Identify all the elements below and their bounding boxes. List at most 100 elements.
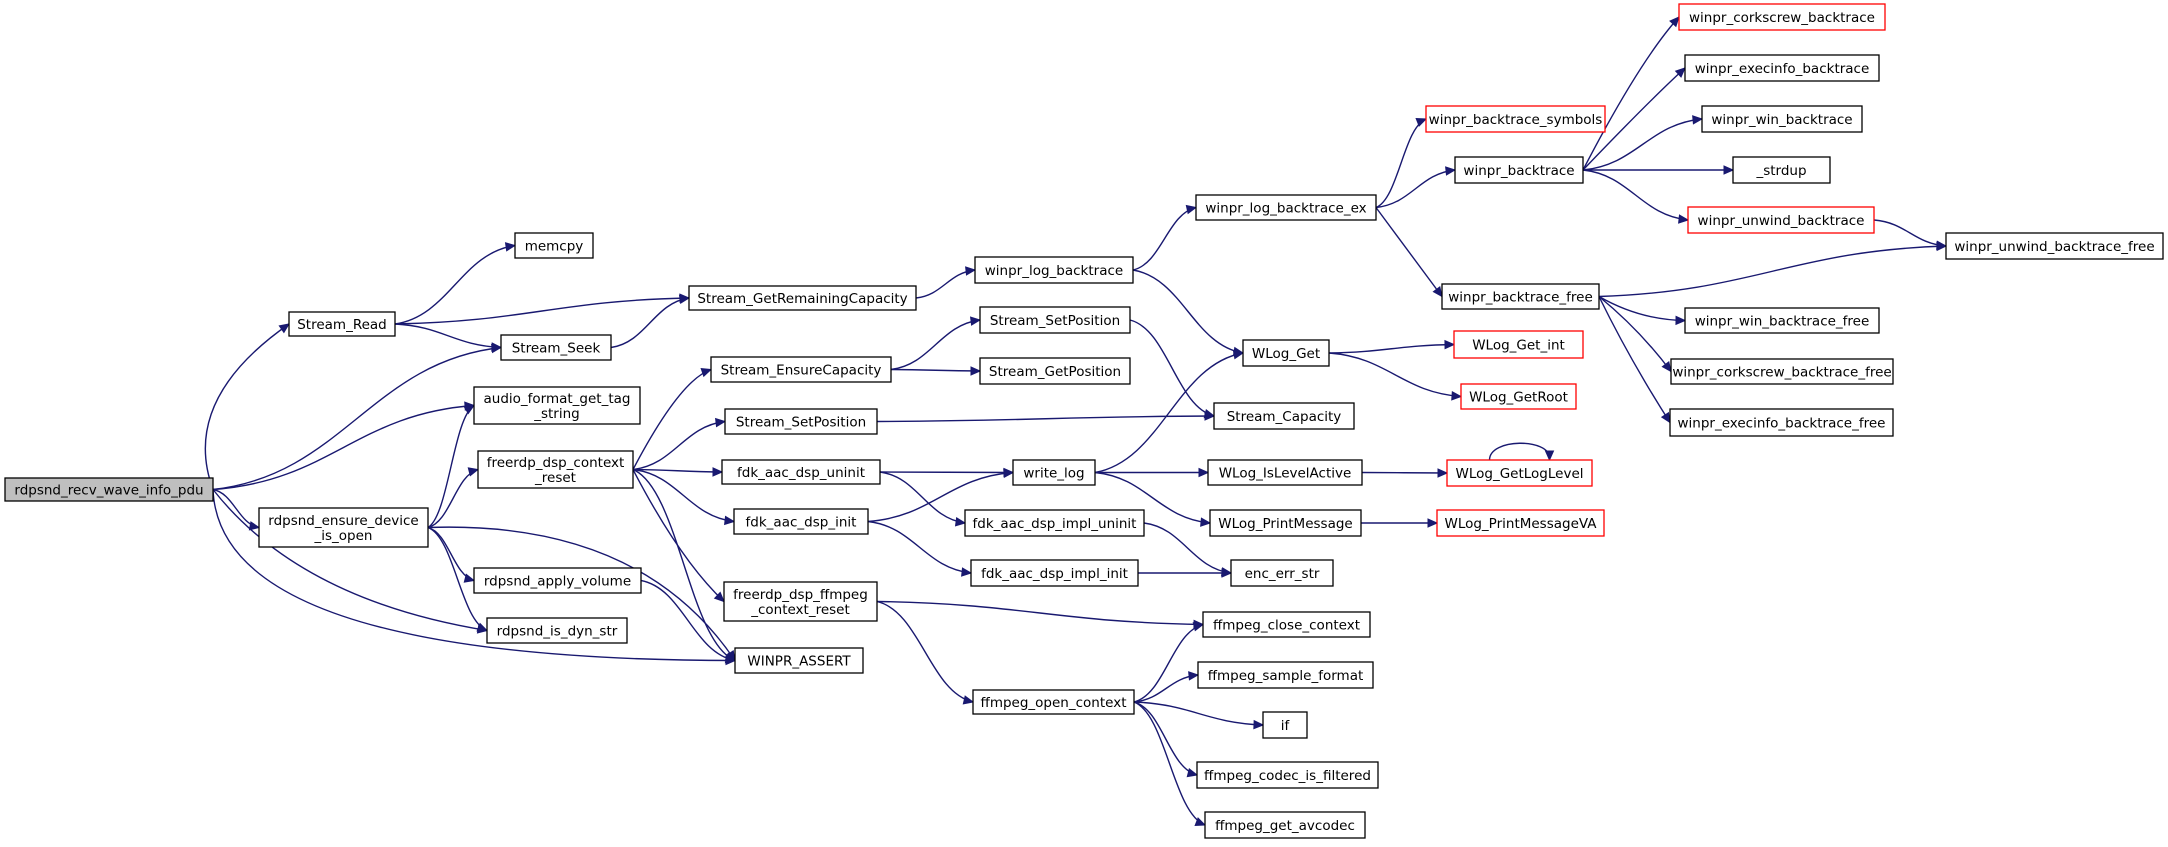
node-label: Stream_EnsureCapacity	[721, 363, 882, 379]
node-win-bt-free[interactable]: winpr_win_backtrace_free	[1684, 307, 1880, 334]
node-winpr-backtrace[interactable]: winpr_backtrace	[1454, 156, 1584, 184]
node-impl-init[interactable]: fdk_aac_dsp_impl_init	[970, 559, 1139, 587]
edge-unwind_bt-to-unwind_bt_free	[1873, 219, 1948, 250]
node-sample-format[interactable]: ffmpeg_sample_format	[1197, 661, 1374, 689]
node-box	[500, 334, 612, 361]
node-label: winpr_unwind_backtrace_free	[1954, 239, 2154, 255]
edge-path	[1598, 245, 1947, 298]
node-set-position-a[interactable]: Stream_SetPosition	[724, 408, 878, 435]
arrow-head-icon	[1192, 622, 1205, 632]
node-corkscrew-bt[interactable]: winpr_corkscrew_backtrace	[1678, 3, 1886, 31]
node-set-position-b[interactable]: Stream_SetPosition	[979, 306, 1131, 334]
arrow-head-icon	[1674, 67, 1686, 78]
node-stream-capacity[interactable]: Stream_Capacity	[1213, 402, 1355, 430]
node-log-backtrace[interactable]: winpr_log_backtrace	[974, 256, 1134, 284]
edge-path	[876, 600, 974, 703]
arrow-head-icon	[1415, 118, 1428, 127]
node-codec-filtered[interactable]: ffmpeg_codec_is_filtered	[1196, 761, 1379, 789]
node-print-message[interactable]: WLog_PrintMessage	[1209, 509, 1362, 537]
edge-stream_read-to-memcpy	[394, 242, 517, 325]
node-box	[486, 617, 628, 644]
node-label: winpr_corkscrew_backtrace_free	[1672, 365, 1891, 381]
node-label: rdpsnd_apply_volume	[484, 574, 631, 590]
node-ffmpeg-reset[interactable]: freerdp_dsp_ffmpeg_context_reset	[723, 581, 878, 622]
edge-path	[1133, 701, 1206, 826]
node-get-position[interactable]: Stream_GetPosition	[979, 357, 1131, 385]
node-log-backtrace-ex[interactable]: winpr_log_backtrace_ex	[1195, 194, 1377, 221]
node-if-node[interactable]: if	[1262, 711, 1308, 739]
node-get-avcodec[interactable]: ffmpeg_get_avcodec	[1204, 811, 1366, 839]
node-close-context[interactable]: ffmpeg_close_context	[1202, 611, 1371, 638]
node-unwind-bt-free[interactable]: winpr_unwind_backtrace_free	[1945, 232, 2164, 260]
node-ensure-capacity[interactable]: Stream_EnsureCapacity	[710, 356, 892, 383]
edge-path	[890, 319, 981, 371]
node-fdk-uninit[interactable]: fdk_aac_dsp_uninit	[721, 459, 881, 485]
node-backtrace-free[interactable]: winpr_backtrace_free	[1441, 283, 1600, 310]
node-label: _context_reset	[750, 602, 850, 618]
node-execinfo-bt-free[interactable]: winpr_execinfo_backtrace_free	[1669, 408, 1894, 437]
node-winpr-assert[interactable]: WINPR_ASSERT	[734, 647, 864, 674]
edge-open_context-to-codec_filtered	[1133, 701, 1199, 778]
node-print-message-va[interactable]: WLog_PrintMessageVA	[1436, 509, 1605, 537]
edge-root-to-audio_fmt	[212, 401, 476, 491]
node-box	[1460, 383, 1577, 410]
node-stream-seek[interactable]: Stream_Seek	[500, 334, 612, 361]
arrow-head-icon	[1445, 166, 1457, 176]
node-box	[1678, 3, 1886, 31]
edge-backtrace_free-to-execinfo_bt_free	[1598, 296, 1671, 424]
node-strdup[interactable]: _strdup	[1732, 156, 1831, 184]
arrow-head-icon	[961, 567, 973, 577]
node-write-log[interactable]: write_log	[1012, 459, 1096, 486]
node-impl-uninit[interactable]: fdk_aac_dsp_impl_uninit	[964, 509, 1145, 537]
node-is-level-active[interactable]: WLog_IsLevelActive	[1207, 459, 1363, 486]
arrow-head-icon	[965, 266, 977, 276]
node-is-dyn[interactable]: rdpsnd_is_dyn_str	[486, 617, 628, 644]
node-get-log-level[interactable]: WLog_GetLogLevel	[1446, 459, 1593, 487]
node-corkscrew-bt-free[interactable]: winpr_corkscrew_backtrace_free	[1670, 358, 1894, 385]
node-box	[688, 285, 917, 311]
node-box	[258, 507, 429, 548]
edge-path	[879, 471, 966, 524]
node-box	[1204, 811, 1366, 839]
node-get-remaining[interactable]: Stream_GetRemainingCapacity	[688, 285, 917, 311]
node-root[interactable]: rdpsnd_recv_wave_info_pdu	[4, 477, 214, 502]
node-label: Stream_Read	[297, 317, 387, 333]
edge-winpr_backtrace-to-corkscrew_bt	[1582, 16, 1680, 171]
node-get-root[interactable]: WLog_GetRoot	[1460, 383, 1577, 410]
edge-stream_read-to-get_remaining	[394, 293, 691, 325]
node-label: rdpsnd_ensure_device	[268, 513, 418, 529]
node-box	[1687, 206, 1875, 234]
edge-print_message-to-print_message_va	[1360, 518, 1439, 528]
node-unwind-bt[interactable]: winpr_unwind_backtrace	[1687, 206, 1875, 234]
edge-path	[427, 526, 736, 661]
edge-path	[867, 471, 1014, 523]
node-memcpy[interactable]: memcpy	[514, 232, 594, 259]
arrow-head-icon	[1660, 411, 1671, 424]
edge-ensure_open-to-is_dyn	[427, 526, 489, 632]
node-audio-fmt[interactable]: audio_format_get_tag_string	[473, 386, 641, 425]
arrow-head-icon	[476, 622, 489, 632]
node-win-bt[interactable]: winpr_win_backtrace	[1701, 105, 1863, 133]
node-open-context[interactable]: ffmpeg_open_context	[972, 689, 1135, 715]
node-ensure-open[interactable]: rdpsnd_ensure_device_is_open	[258, 507, 429, 548]
node-stream-read[interactable]: Stream_Read	[288, 311, 396, 337]
node-wlog-get[interactable]: WLog_Get	[1242, 339, 1330, 367]
node-enc-err-str[interactable]: enc_err_str	[1230, 559, 1334, 587]
node-backtrace-symbols[interactable]: winpr_backtrace_symbols	[1425, 105, 1606, 133]
node-fdk-init[interactable]: fdk_aac_dsp_init	[733, 508, 869, 535]
node-dsp-reset[interactable]: freerdp_dsp_context_reset	[477, 450, 634, 489]
node-apply-volume[interactable]: rdpsnd_apply_volume	[473, 567, 642, 594]
arrow-head-icon	[1185, 204, 1198, 215]
node-label: ffmpeg_codec_is_filtered	[1204, 768, 1371, 784]
edge-path	[1361, 471, 1448, 474]
node-label: _is_open	[314, 528, 373, 544]
edge-log_backtrace_ex-to-backtrace_symbols	[1375, 118, 1428, 209]
node-box	[972, 689, 1135, 715]
node-box	[1684, 307, 1880, 334]
edge-path	[1133, 701, 1264, 726]
node-get-int[interactable]: WLog_Get_int	[1453, 330, 1584, 359]
edge-get_remaining-to-log_backtrace	[915, 266, 977, 299]
edge-open_context-to-sample_format	[1133, 671, 1200, 703]
arrow-head-icon	[1444, 339, 1456, 350]
node-execinfo-bt[interactable]: winpr_execinfo_backtrace	[1684, 54, 1880, 82]
